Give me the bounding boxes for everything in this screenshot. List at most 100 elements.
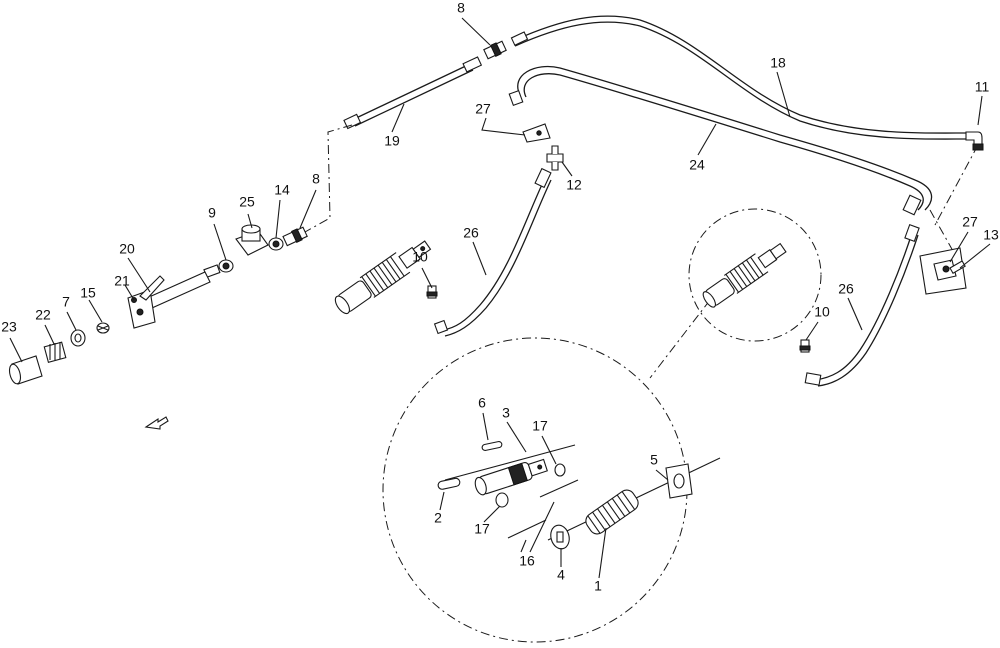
label-10-left: 10 <box>412 249 428 265</box>
washer-4 <box>550 524 570 550</box>
nut-22 <box>43 341 67 363</box>
leader-1 <box>598 527 607 579</box>
label-13: 13 <box>983 227 999 243</box>
hose-26-right <box>814 232 913 381</box>
leader-3 <box>506 421 527 453</box>
leader-25 <box>247 213 253 229</box>
leader-24 <box>697 123 717 156</box>
label-23: 23 <box>1 319 17 335</box>
axis-line-upper <box>444 444 576 481</box>
fitting-8-lower <box>282 226 308 247</box>
label-17-top: 17 <box>532 418 548 434</box>
hose-19-inner <box>354 69 474 127</box>
leader-26a <box>472 241 487 276</box>
label-10-right: 10 <box>814 304 830 320</box>
leader-10b <box>805 321 819 341</box>
fitting-10-right <box>799 339 811 353</box>
bracket-27-right <box>919 247 967 295</box>
leader-19 <box>391 103 405 133</box>
hose-19 <box>351 63 471 121</box>
label-24: 24 <box>689 157 705 173</box>
leader-8a <box>461 17 491 46</box>
lever-20 <box>127 271 211 329</box>
spring-1 <box>585 489 639 535</box>
hose-19-end-b <box>462 56 483 73</box>
label-22: 22 <box>35 307 51 323</box>
nut-14 <box>268 237 284 251</box>
dashed-line-11-13 <box>934 144 979 226</box>
label-27-right: 27 <box>962 214 978 230</box>
washer-7 <box>70 329 86 347</box>
pin-6 <box>481 440 503 452</box>
label-15: 15 <box>80 285 96 301</box>
label-17-bottom: 17 <box>474 521 490 537</box>
leader-11 <box>977 95 983 126</box>
hose-26-left-inner <box>444 179 552 337</box>
leader-15 <box>88 299 103 323</box>
hose-26-right-end <box>804 372 822 386</box>
hose-26-right-inner <box>817 234 919 387</box>
label-25: 25 <box>239 194 255 210</box>
leader-5 <box>655 469 669 481</box>
elbow-24-top <box>508 89 524 107</box>
elbow-11 <box>965 131 984 151</box>
label-3: 3 <box>502 405 510 421</box>
leader-8b <box>299 189 317 229</box>
plate-5 <box>665 463 693 499</box>
label-18: 18 <box>770 55 786 71</box>
label-20: 20 <box>119 241 135 257</box>
leader-23 <box>9 337 23 363</box>
spring-15 <box>96 322 110 334</box>
detail-circle-small <box>688 208 822 342</box>
cotter-pin-16a <box>539 479 579 498</box>
label-26-left: 26 <box>463 225 479 241</box>
leader-18 <box>776 71 791 118</box>
fitting-9 <box>203 259 234 278</box>
direction-arrow <box>144 416 169 430</box>
label-1: 1 <box>594 578 602 594</box>
fitting-10-left-end <box>433 319 449 335</box>
leader-21 <box>124 284 135 301</box>
leader-10a <box>421 267 433 289</box>
leader-26b <box>847 297 863 331</box>
hose-26-left <box>442 177 546 331</box>
label-26-right: 26 <box>838 281 854 297</box>
label-7: 7 <box>62 294 70 310</box>
leader-17a <box>541 435 557 465</box>
pin-2 <box>437 477 461 490</box>
label-5: 5 <box>650 452 658 468</box>
leader-16 <box>520 501 555 553</box>
hose-26-left-fitting <box>534 167 552 189</box>
hose-18 <box>514 15 969 134</box>
washer-17-bottom <box>495 492 509 508</box>
hose-24-inner <box>523 73 924 211</box>
leader-20 <box>127 257 151 293</box>
label-9: 9 <box>208 205 216 221</box>
cylinder-3 <box>474 458 548 496</box>
hose-26-right-fitting <box>904 224 920 242</box>
label-11: 11 <box>975 79 990 95</box>
label-21: 21 <box>114 273 130 289</box>
elbow-24-right <box>902 194 922 216</box>
leader-17b <box>483 505 501 523</box>
leader-27b <box>949 231 969 263</box>
label-4: 4 <box>557 567 565 583</box>
label-19: 19 <box>384 133 400 149</box>
label-12: 12 <box>566 177 582 193</box>
hose-18-inner <box>514 21 969 140</box>
cap-23 <box>8 355 43 385</box>
leader-7 <box>66 311 77 331</box>
label-14: 14 <box>274 182 290 198</box>
tee-12 <box>546 145 564 171</box>
hose-19-end-a <box>343 113 362 130</box>
label-2: 2 <box>434 510 442 526</box>
shock-absorber-left <box>334 240 432 315</box>
label-8-lower: 8 <box>312 171 320 187</box>
fitting-10-left <box>426 285 438 299</box>
leader-12 <box>561 161 573 177</box>
label-27-top: 27 <box>475 101 491 117</box>
hose-24 <box>517 66 933 211</box>
dashed-line-magnifier <box>649 299 711 379</box>
